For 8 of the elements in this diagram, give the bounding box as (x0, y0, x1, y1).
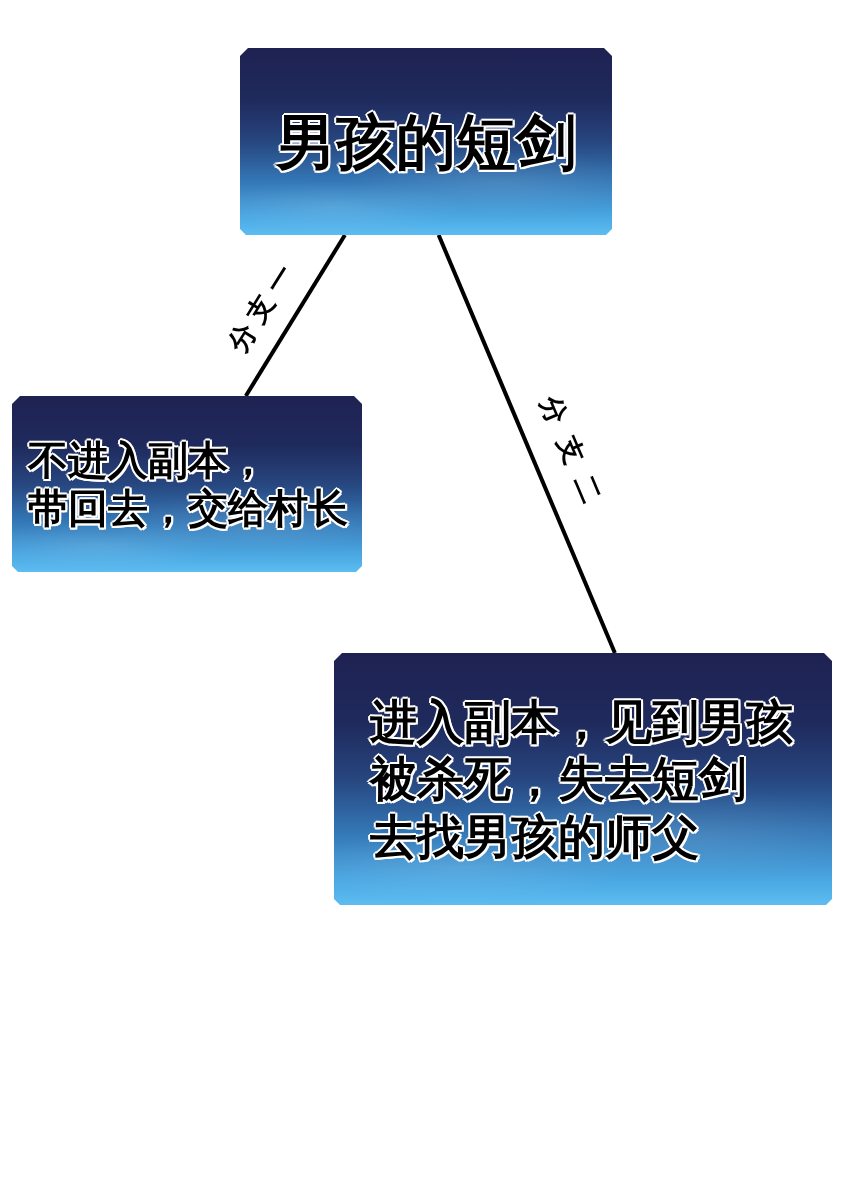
connector-line (244, 233, 347, 398)
panel-text: 不进入副本，带回去，交给村长 (28, 436, 348, 532)
gradient-panel (334, 653, 832, 905)
panel-text: 进入副本，见到男孩被杀死，失去短剑去找男孩的师父 (370, 693, 793, 865)
connector-line (436, 234, 617, 654)
gradient-panel (12, 396, 362, 572)
panel-text: 男孩的短剑 (276, 105, 576, 178)
gradient-panel (240, 48, 612, 235)
